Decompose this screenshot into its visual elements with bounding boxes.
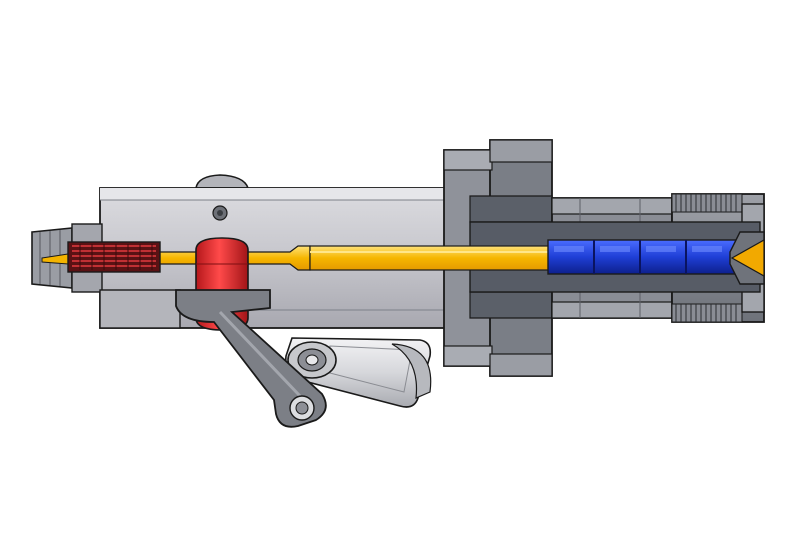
spring-coil [67, 241, 161, 273]
inlet-nozzle [31, 227, 73, 289]
discharge-tip [729, 231, 765, 285]
top-knob [195, 174, 250, 189]
swivel-fitting [284, 337, 432, 408]
actuating-lever [175, 289, 327, 428]
ram-pistons [547, 239, 741, 275]
